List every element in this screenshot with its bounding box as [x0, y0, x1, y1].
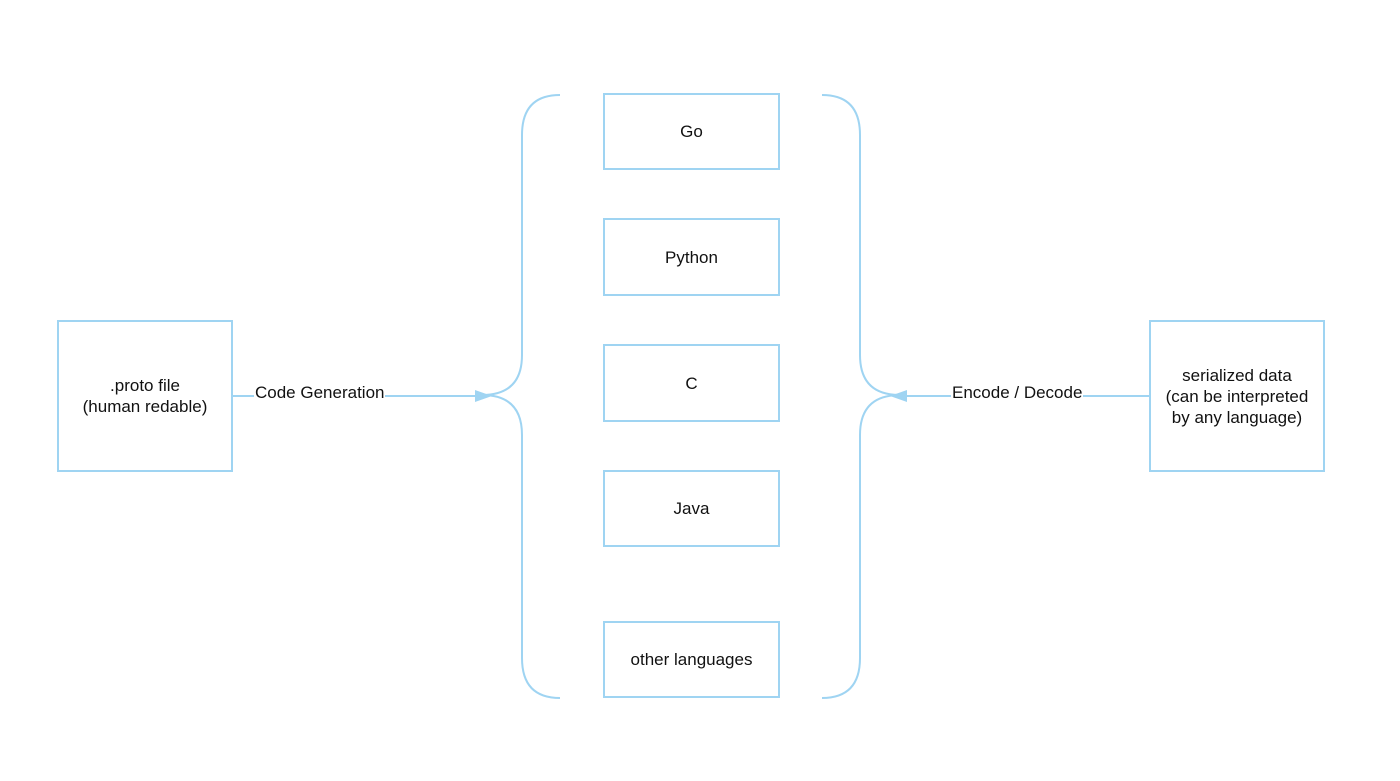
language-label: C	[685, 373, 698, 393]
language-label: Java	[673, 499, 710, 518]
language-node-c: C	[603, 344, 780, 422]
code-generation-arrowhead	[475, 390, 492, 402]
serialized-data-node: serialized data (can be interpreted by a…	[1149, 320, 1325, 472]
language-label: Go	[680, 122, 703, 141]
language-node-other: other languages	[603, 621, 780, 698]
language-label: Python	[665, 247, 718, 267]
language-label: other languages	[630, 650, 753, 669]
encode-decode-edge-label: Encode / Decode	[951, 383, 1084, 403]
serialized-data-label: serialized data (can be interpreted by a…	[1165, 365, 1309, 427]
proto-file-node: .proto file (human redable)	[57, 320, 233, 472]
language-node-python: Python	[603, 218, 780, 296]
right-brace	[821, 94, 901, 699]
proto-file-label: .proto file (human redable)	[82, 376, 208, 416]
language-node-go: Go	[603, 93, 780, 170]
code-generation-edge-label: Code Generation	[254, 383, 386, 403]
language-node-java: Java	[603, 470, 780, 547]
left-brace	[481, 94, 561, 699]
encode-decode-arrowhead	[890, 390, 907, 402]
